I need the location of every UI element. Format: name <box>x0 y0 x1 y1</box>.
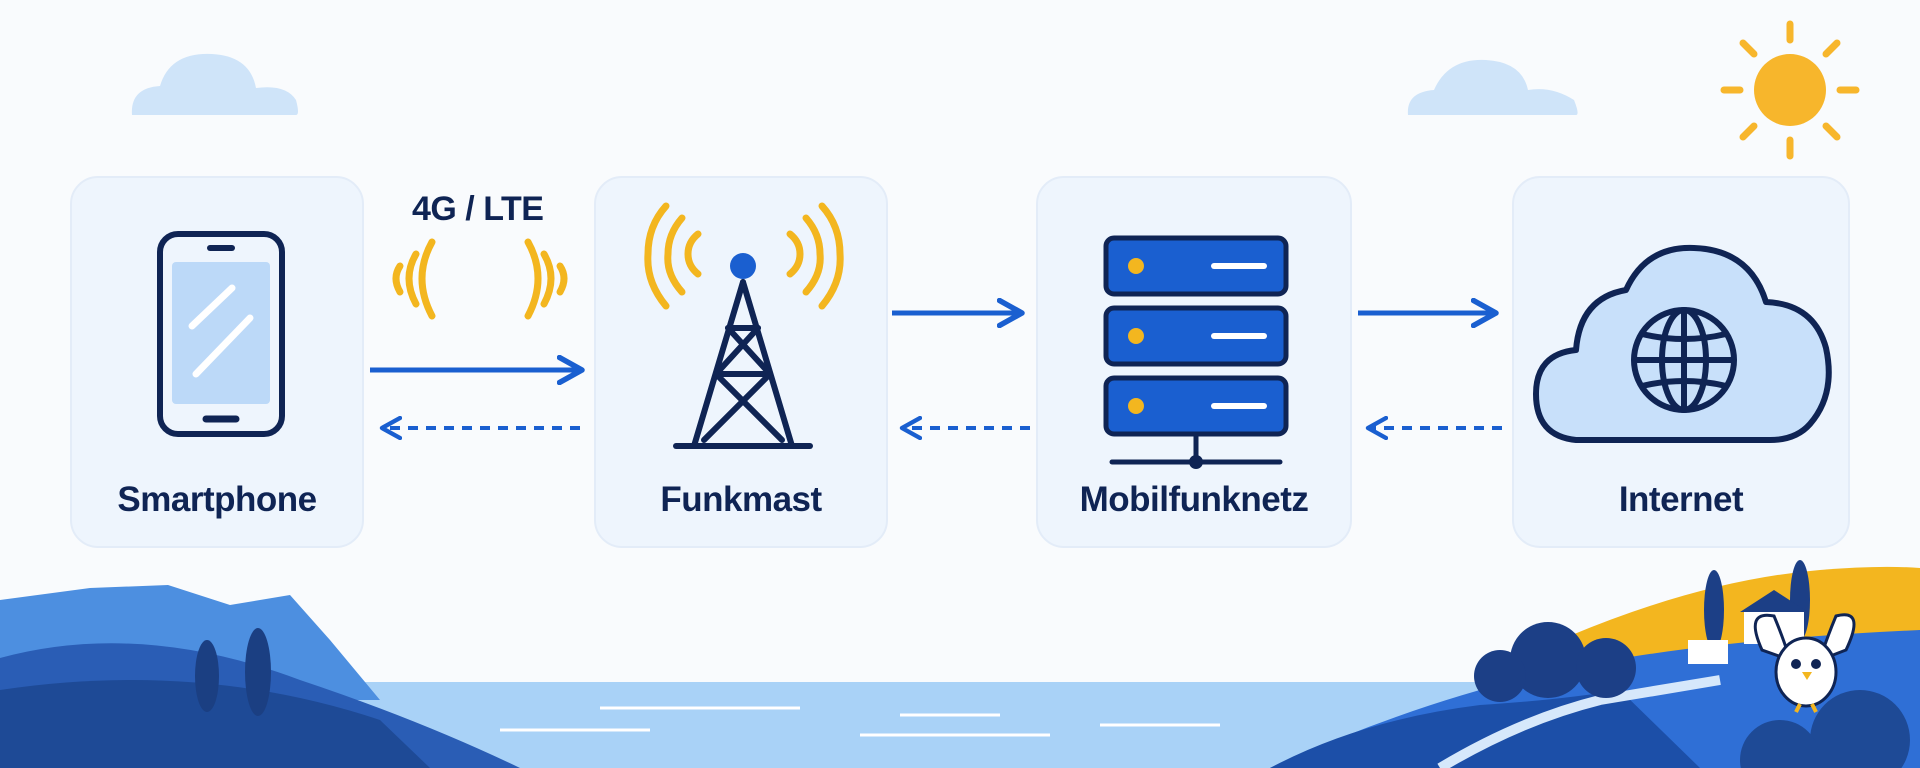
node-funkmast: Funkmast <box>594 176 888 548</box>
node-mobilfunknetz: Mobilfunknetz <box>1036 176 1352 548</box>
server-icon <box>1103 235 1289 469</box>
node-label: Funkmast <box>660 480 822 519</box>
node-smartphone: Smartphone <box>70 176 364 548</box>
water-ripples <box>500 706 1220 737</box>
node-label: Smartphone <box>117 480 317 519</box>
cloud-right-icon <box>1407 59 1578 115</box>
cloud-left-icon <box>131 53 298 115</box>
node-internet: Internet <box>1512 176 1850 548</box>
right-hills <box>1270 560 1920 768</box>
node-label: Mobilfunknetz <box>1079 480 1309 519</box>
radio-tower-icon <box>644 202 844 449</box>
node-label: Internet <box>1618 480 1744 519</box>
cloud-globe-icon <box>1533 244 1832 443</box>
signal-waves-icon <box>392 238 568 320</box>
sun-icon <box>1720 20 1860 160</box>
smartphone-icon <box>157 231 285 437</box>
link-label-4g-lte: 4G / LTE <box>412 190 544 228</box>
bird-mascot-icon <box>1753 613 1856 713</box>
left-hills <box>0 585 520 768</box>
